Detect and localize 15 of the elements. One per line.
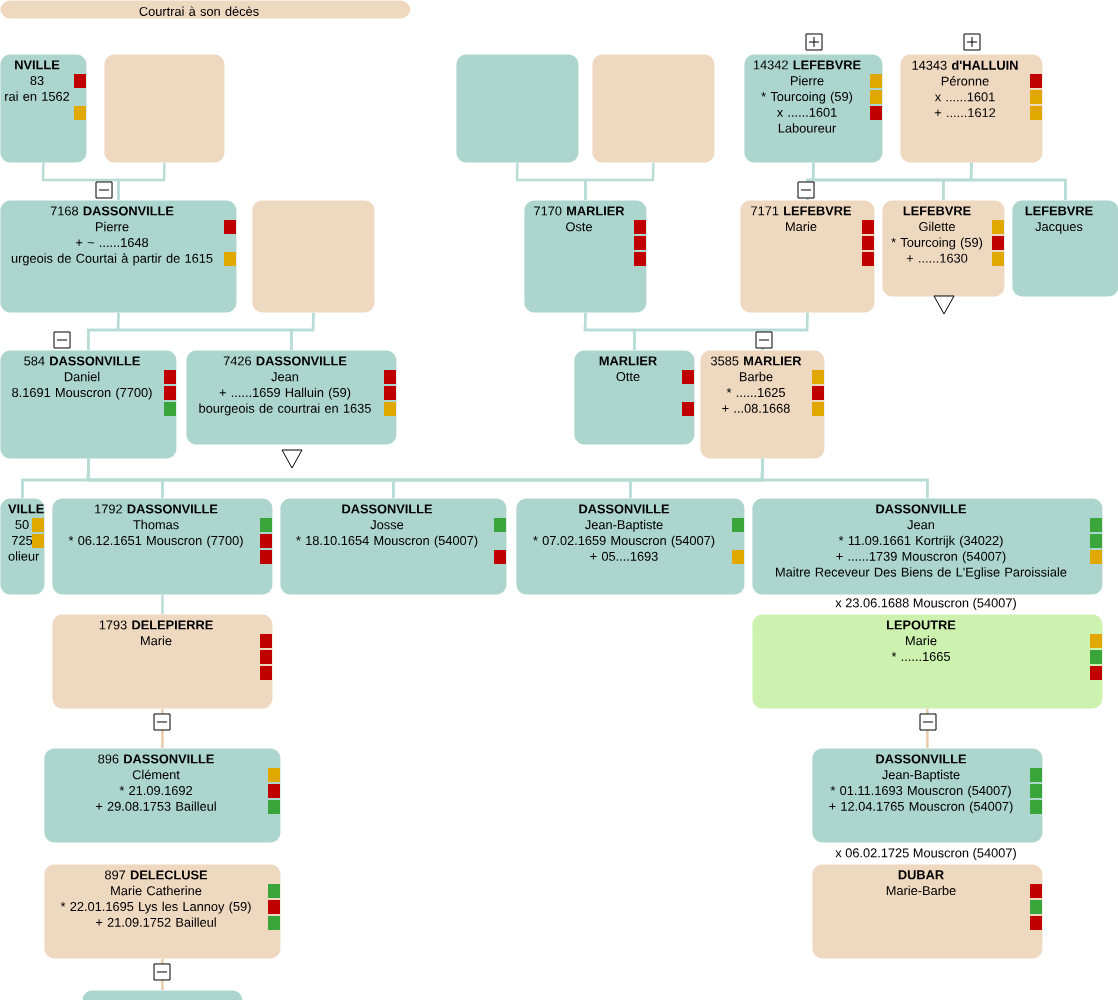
- connector-line: [761, 312, 809, 350]
- empty-box: [82, 990, 243, 1000]
- connector-line: [926, 708, 929, 748]
- connector-line: [161, 958, 164, 990]
- empty-box: [252, 200, 375, 313]
- empty-box: [456, 54, 579, 163]
- empty-box: [592, 54, 715, 163]
- connector-line: [290, 312, 315, 350]
- connector-line: [584, 162, 655, 200]
- connector-line: [969, 162, 1067, 200]
- connector-line: [161, 594, 164, 614]
- connector-line: [161, 708, 164, 748]
- connector-line: [760, 458, 929, 498]
- empty-box: [104, 54, 225, 163]
- connector-line: [117, 162, 166, 200]
